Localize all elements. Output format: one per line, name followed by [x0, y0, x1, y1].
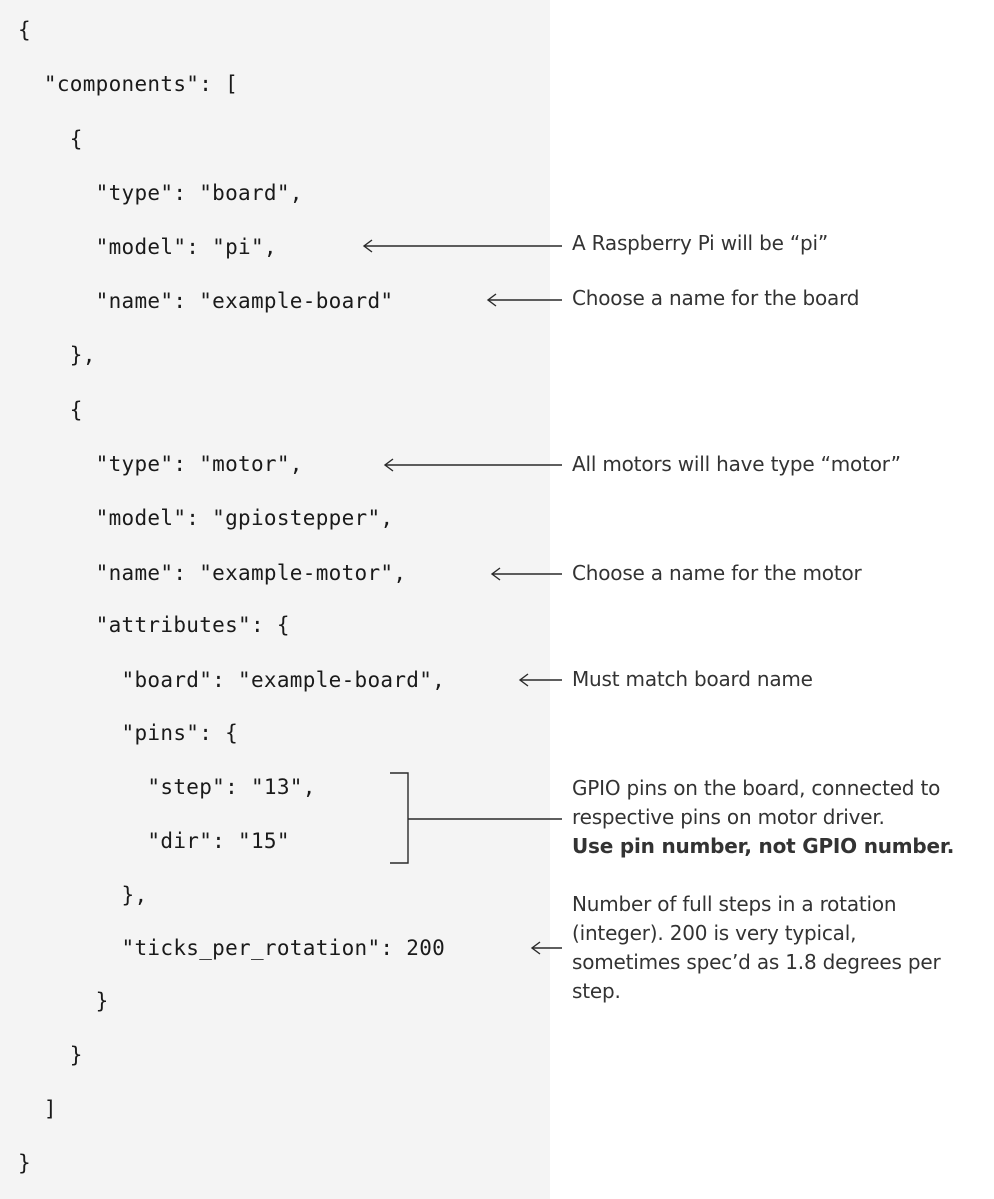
annotation-motor-type: All motors will have type “motor”	[572, 452, 901, 476]
code-line: }	[18, 989, 109, 1013]
code-line: "name": "example-board"	[18, 289, 394, 313]
arrowhead-left-icon	[490, 567, 501, 581]
code-line: }	[18, 1043, 83, 1067]
annotation-pins: GPIO pins on the board, connected to res…	[572, 774, 976, 861]
code-panel: { "components": [ { "type": "board", "mo…	[0, 0, 550, 1199]
code-line: "pins": {	[18, 721, 239, 745]
code-line: "model": "pi",	[18, 235, 277, 259]
pins-bracket	[390, 772, 409, 864]
code-line: "attributes": {	[18, 613, 290, 637]
annotation-board-match: Must match board name	[572, 667, 813, 691]
arrowhead-left-icon	[362, 239, 373, 253]
arrowhead-left-icon	[530, 941, 541, 955]
annotation-pins-bold: Use pin number, not GPIO number.	[572, 834, 955, 858]
code-line: },	[18, 883, 148, 907]
code-line: "board": "example-board",	[18, 668, 446, 692]
annotation-board-name: Choose a name for the board	[572, 286, 860, 310]
code-line: "dir": "15"	[18, 829, 290, 853]
annotation-ticks: Number of full steps in a rotation (inte…	[572, 892, 941, 1003]
code-line: {	[18, 127, 83, 151]
code-line: "model": "gpiostepper",	[18, 506, 394, 530]
code-line: "components": [	[18, 72, 239, 96]
annotation-motor-name: Choose a name for the motor	[572, 561, 862, 585]
code-line: {	[18, 18, 31, 42]
arrowhead-left-icon	[486, 293, 497, 307]
annotation-board-model: A Raspberry Pi will be “pi”	[572, 231, 829, 255]
code-line: "type": "motor",	[18, 452, 303, 476]
code-line: }	[18, 1151, 31, 1175]
code-line: ]	[18, 1097, 57, 1121]
code-line: {	[18, 398, 83, 422]
code-line: "type": "board",	[18, 181, 303, 205]
code-line: "step": "13",	[18, 775, 316, 799]
arrowhead-left-icon	[383, 458, 394, 472]
code-line: "name": "example-motor",	[18, 561, 407, 585]
code-line: },	[18, 343, 96, 367]
annotation-pins-text: GPIO pins on the board, connected to res…	[572, 776, 941, 829]
arrowhead-left-icon	[518, 673, 529, 687]
code-line: "ticks_per_rotation": 200	[18, 936, 446, 960]
